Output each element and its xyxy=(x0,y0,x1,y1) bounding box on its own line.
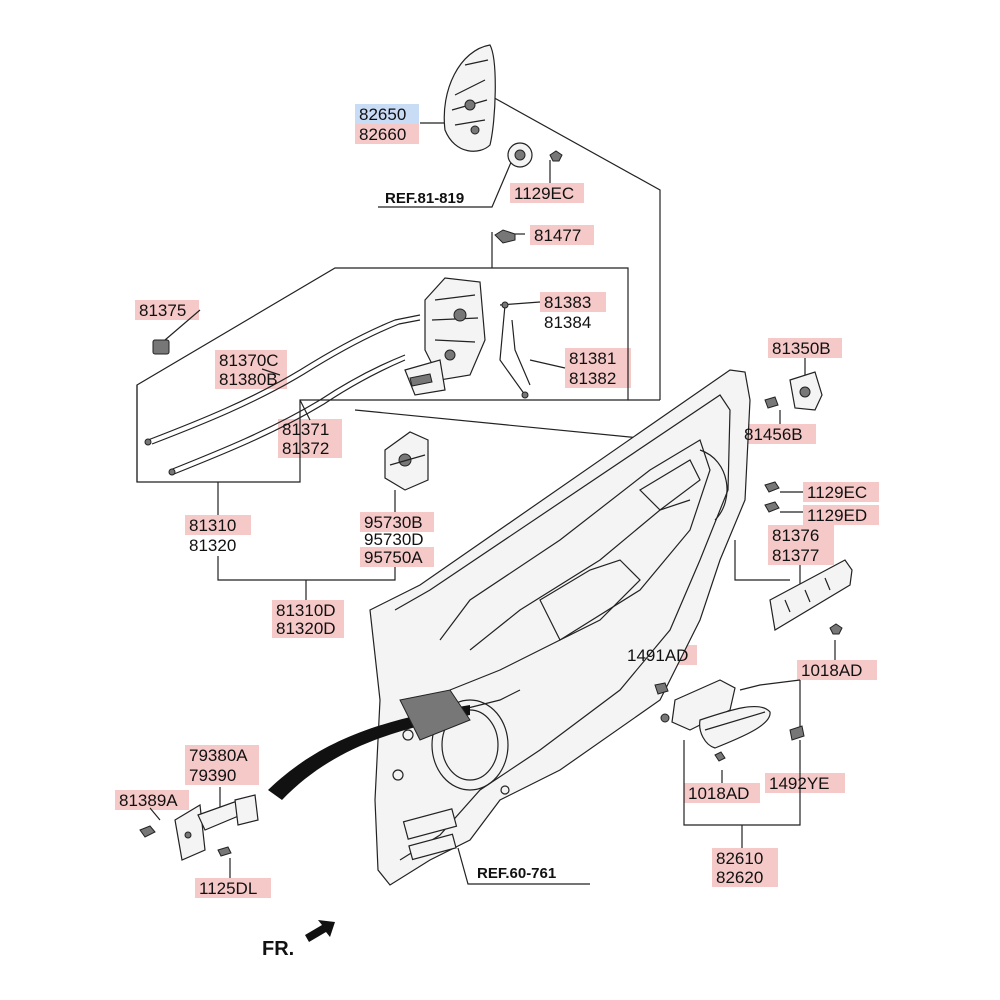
label-81320: 81320 xyxy=(189,536,236,555)
label-81372: 81372 xyxy=(282,439,329,458)
striker-81350b xyxy=(764,371,823,411)
inside-handle-assembly xyxy=(654,679,805,762)
label-81382: 81382 xyxy=(569,369,616,388)
label-81371: 81371 xyxy=(282,420,329,439)
door-checker-assembly xyxy=(139,794,259,861)
label-ref-81-819: REF.81-819 xyxy=(385,190,464,207)
label-81375: 81375 xyxy=(139,301,186,320)
label-1129ed: 1129ED xyxy=(807,506,867,525)
outside-handle-assembly xyxy=(443,44,563,168)
clip-81375 xyxy=(152,339,170,355)
label-82610: 82610 xyxy=(716,849,763,868)
latch-rods xyxy=(499,301,531,399)
label-81370c: 81370C xyxy=(219,351,279,370)
label-95730d: 95730D xyxy=(364,530,424,549)
bracket-81376 xyxy=(769,559,853,635)
label-82660: 82660 xyxy=(359,125,406,144)
label-ref-60-761: REF.60-761 xyxy=(477,865,556,882)
label-1491ad: 1491AD xyxy=(627,646,688,665)
label-81383: 81383 xyxy=(544,293,591,312)
label-81377: 81377 xyxy=(772,546,819,565)
label-1125dl: 1125DL xyxy=(199,879,257,898)
door-inner-panel xyxy=(369,369,751,886)
label-1129ec-top: 1129EC xyxy=(514,184,574,203)
label-1018ad-left: 1018AD xyxy=(688,784,749,803)
label-81350b: 81350B xyxy=(772,339,831,358)
front-direction-arrow xyxy=(305,920,335,942)
door-lock-actuator xyxy=(384,431,429,491)
label-81310d: 81310D xyxy=(276,601,336,620)
label-81477: 81477 xyxy=(534,226,581,245)
label-81310: 81310 xyxy=(189,516,236,535)
label-81456b: 81456B xyxy=(744,425,803,444)
leader-lines xyxy=(136,89,836,885)
door-cables xyxy=(144,314,421,476)
label-95730b: 95730B xyxy=(364,513,423,532)
label-1129ec: 1129EC xyxy=(807,483,867,502)
label-81381: 81381 xyxy=(569,349,616,368)
door-latch-assembly xyxy=(404,277,486,396)
label-front: FR. xyxy=(262,938,294,960)
label-81384: 81384 xyxy=(544,313,591,332)
label-81380b: 81380B xyxy=(219,370,278,389)
part-labels: 82650 82660 REF.81-819 1129EC 81477 8137… xyxy=(119,105,867,960)
label-82620: 82620 xyxy=(716,868,763,887)
label-95750a: 95750A xyxy=(364,548,423,567)
bolt-81477 xyxy=(494,229,525,244)
label-82650: 82650 xyxy=(359,105,406,124)
label-81320d: 81320D xyxy=(276,619,336,638)
label-79390: 79390 xyxy=(189,766,236,785)
label-1492ye: 1492YE xyxy=(769,774,830,793)
label-81389a: 81389A xyxy=(119,791,178,810)
bolts-1129 xyxy=(764,481,780,513)
label-1018ad-right: 1018AD xyxy=(801,661,862,680)
label-79380a: 79380A xyxy=(189,746,248,765)
label-81376: 81376 xyxy=(772,526,819,545)
